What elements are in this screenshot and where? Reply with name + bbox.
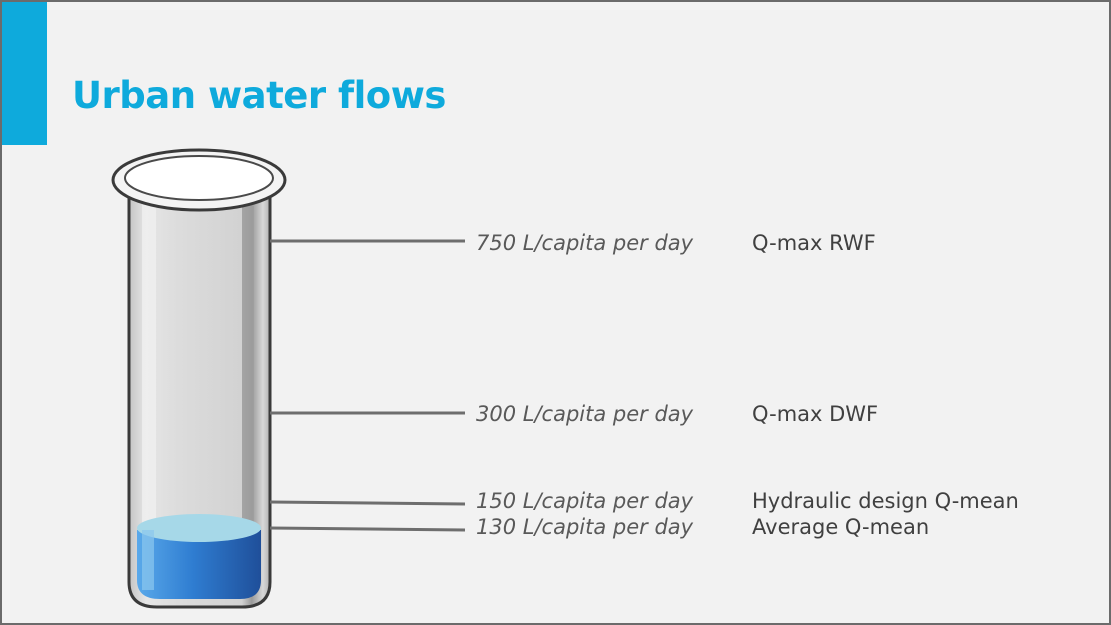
flow-label-qmax-rwf: Q-max RWF: [752, 231, 876, 255]
flow-value-150: 150 L/capita per day: [476, 489, 694, 513]
flow-value-300: 300 L/capita per day: [476, 402, 694, 426]
flow-label-qmax-dwf: Q-max DWF: [752, 402, 879, 426]
leader-line-130: [269, 526, 466, 532]
water-level: [137, 514, 261, 599]
title-accent-bar: [2, 2, 47, 145]
slide-title: Urban water flows: [72, 74, 446, 117]
cylinder-rim: [111, 148, 287, 212]
flow-value-130: 130 L/capita per day: [476, 515, 694, 539]
flow-label-average-qmean: Average Q-mean: [752, 515, 930, 539]
flow-value-750: 750 L/capita per day: [476, 231, 694, 255]
leader-line-150: [269, 500, 466, 506]
cylinder-body: [127, 194, 272, 609]
flow-label-hydraulic-design: Hydraulic design Q-mean: [752, 489, 1019, 513]
